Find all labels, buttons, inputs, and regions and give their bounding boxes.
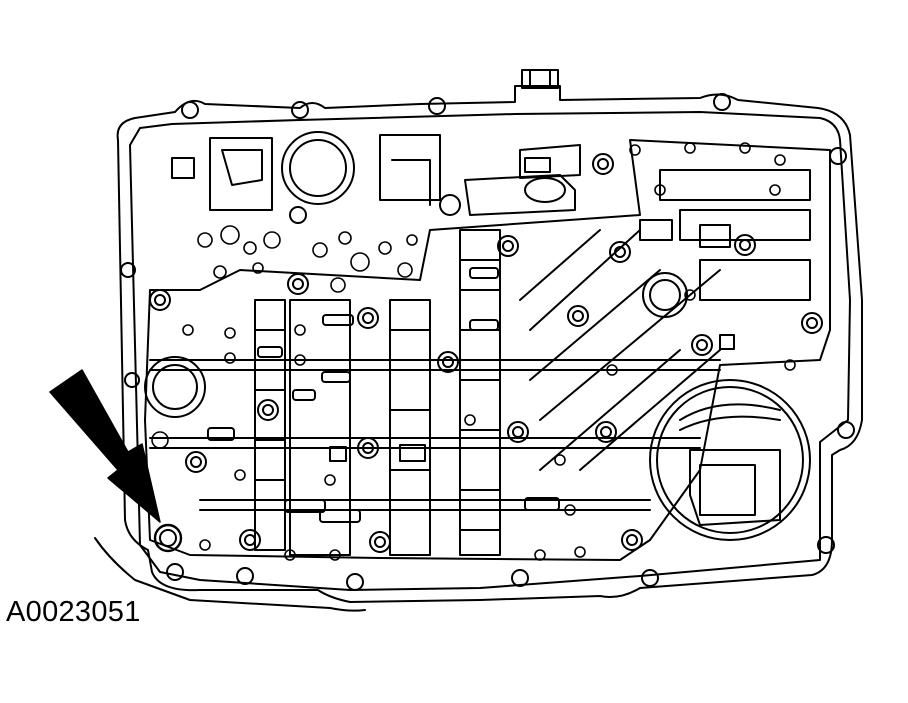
orifices [151, 142, 796, 561]
housing-outline [94, 69, 863, 612]
bolt-icon [153, 523, 183, 553]
perimeter-bolt-holes [120, 93, 855, 591]
large-bores [144, 272, 688, 418]
accumulator-housing [649, 379, 811, 541]
valve-body-plate [144, 139, 831, 561]
callout-arrow-icon [49, 369, 161, 523]
solenoid-bracket [289, 144, 581, 224]
valve-ports [207, 267, 735, 523]
upper-left-casting [171, 131, 441, 211]
figure-id-label: A0023051 [6, 596, 141, 628]
valve-body-bolts [149, 153, 823, 553]
